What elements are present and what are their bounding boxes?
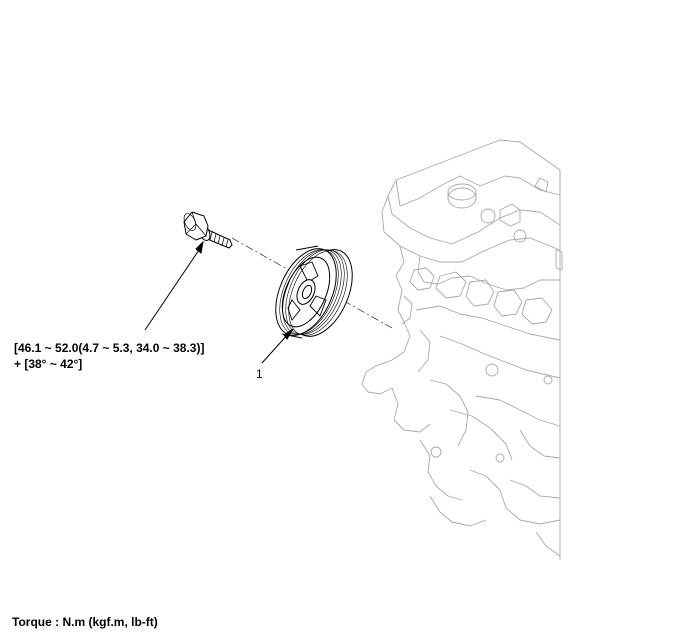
- torque-units-note: Torque : N.m (kgf.m, lb-ft): [12, 615, 158, 629]
- pulley-bolt-drawing: [183, 211, 233, 249]
- crankshaft-pulley-drawing: [275, 245, 353, 339]
- pulley-callout-number: 1: [256, 367, 263, 381]
- engine-block-outline: [361, 139, 563, 560]
- pulley-leader-line: [261, 328, 294, 364]
- torque-spec-line-1: [46.1 ~ 52.0(4.7 ~ 5.3, 34.0 ~ 38.3)]: [14, 341, 205, 355]
- torque-leader-line: [144, 240, 204, 331]
- torque-spec-line-2: + [38° ~ 42°]: [14, 357, 83, 371]
